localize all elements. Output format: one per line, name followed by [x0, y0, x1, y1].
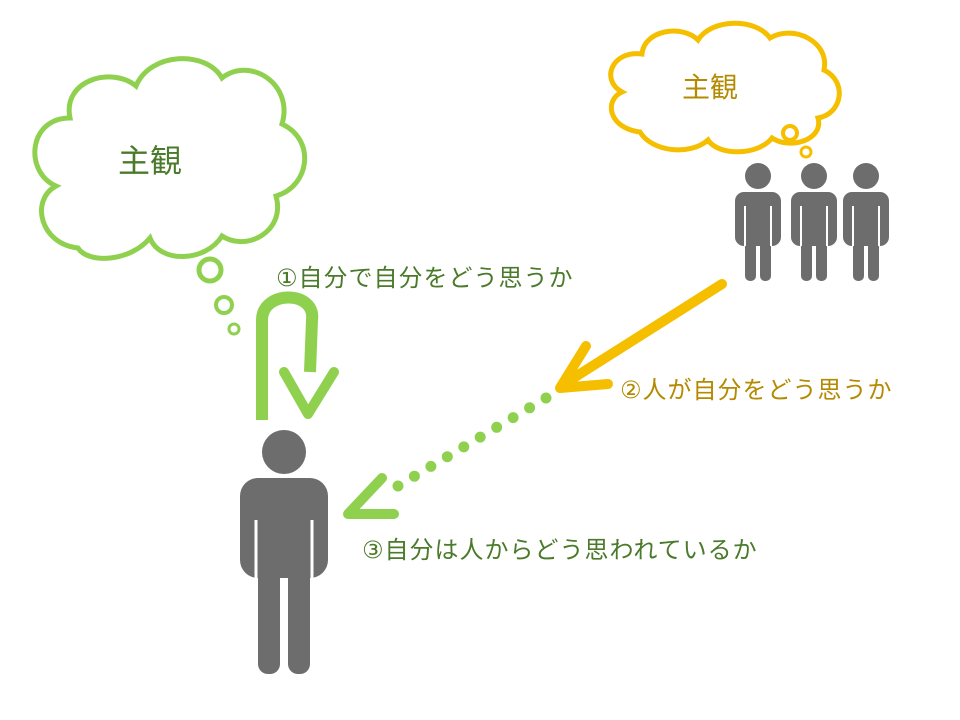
- dotted-arrow-dot: [425, 460, 437, 472]
- self-person-icon: [240, 430, 328, 674]
- dotted-arrow-dot: [491, 421, 503, 433]
- self-reflection-arrow: [256, 291, 339, 420]
- person-icon-2: [791, 163, 837, 281]
- dotted-arrow-dot: [524, 402, 536, 414]
- dotted-arrow-dot: [441, 451, 453, 463]
- dotted-arrow-dot: [540, 392, 552, 404]
- dotted-arrow-dot: [474, 431, 486, 443]
- others-group-icon: [735, 163, 889, 281]
- self-cloud-text: 主観: [118, 142, 183, 180]
- self-view-label: ①自分で自分をどう思うか: [276, 264, 574, 292]
- person-icon-1: [735, 163, 781, 281]
- others-view-label: ②人が自分をどう思うか: [620, 376, 893, 404]
- others-view-arrow: [555, 279, 727, 393]
- others-thought-cloud-icon: [608, 20, 842, 159]
- dotted-arrow-dot: [408, 470, 420, 482]
- dotted-arrow-dot: [458, 441, 470, 453]
- perceived-view-dotted-arrow: [343, 392, 552, 519]
- others-cloud-text: 主観: [682, 71, 739, 104]
- perceived-view-label: ③自分は人からどう思われているか: [362, 536, 758, 564]
- self-thought-cloud-icon: [32, 56, 308, 336]
- dotted-arrow-dot: [392, 480, 404, 492]
- dotted-arrow-dot: [507, 412, 519, 424]
- person-icon-3: [843, 163, 889, 281]
